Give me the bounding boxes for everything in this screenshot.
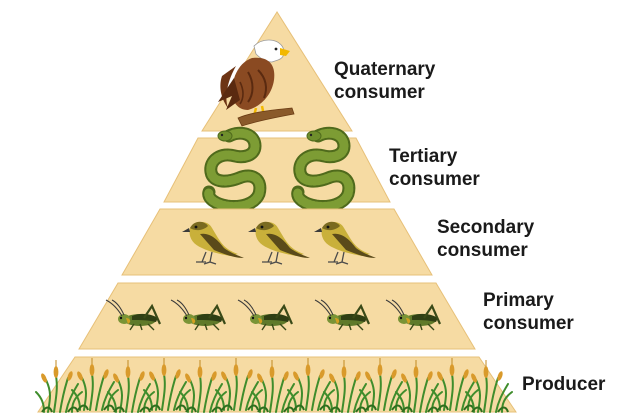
tier-producer: [36, 357, 516, 412]
tier-tertiary: [164, 131, 390, 207]
label-primary: Primary consumer: [483, 289, 574, 335]
tier-quaternary: [202, 12, 352, 131]
tier-primary: [79, 283, 475, 349]
label-primary-line1: Primary: [483, 289, 574, 312]
label-quaternary-line1: Quaternary: [334, 58, 435, 81]
label-secondary-line1: Secondary: [437, 216, 534, 239]
label-secondary: Secondary consumer: [437, 216, 534, 262]
label-tertiary-line2: consumer: [389, 168, 480, 191]
label-tertiary: Tertiary consumer: [389, 145, 480, 191]
label-secondary-line2: consumer: [437, 239, 534, 262]
label-quaternary-line2: consumer: [334, 81, 435, 104]
label-producer-line1: Producer: [522, 373, 605, 396]
label-quaternary: Quaternary consumer: [334, 58, 435, 104]
label-producer: Producer: [522, 373, 605, 396]
tier-secondary: [122, 209, 432, 275]
label-tertiary-line1: Tertiary: [389, 145, 480, 168]
label-primary-line2: consumer: [483, 312, 574, 335]
